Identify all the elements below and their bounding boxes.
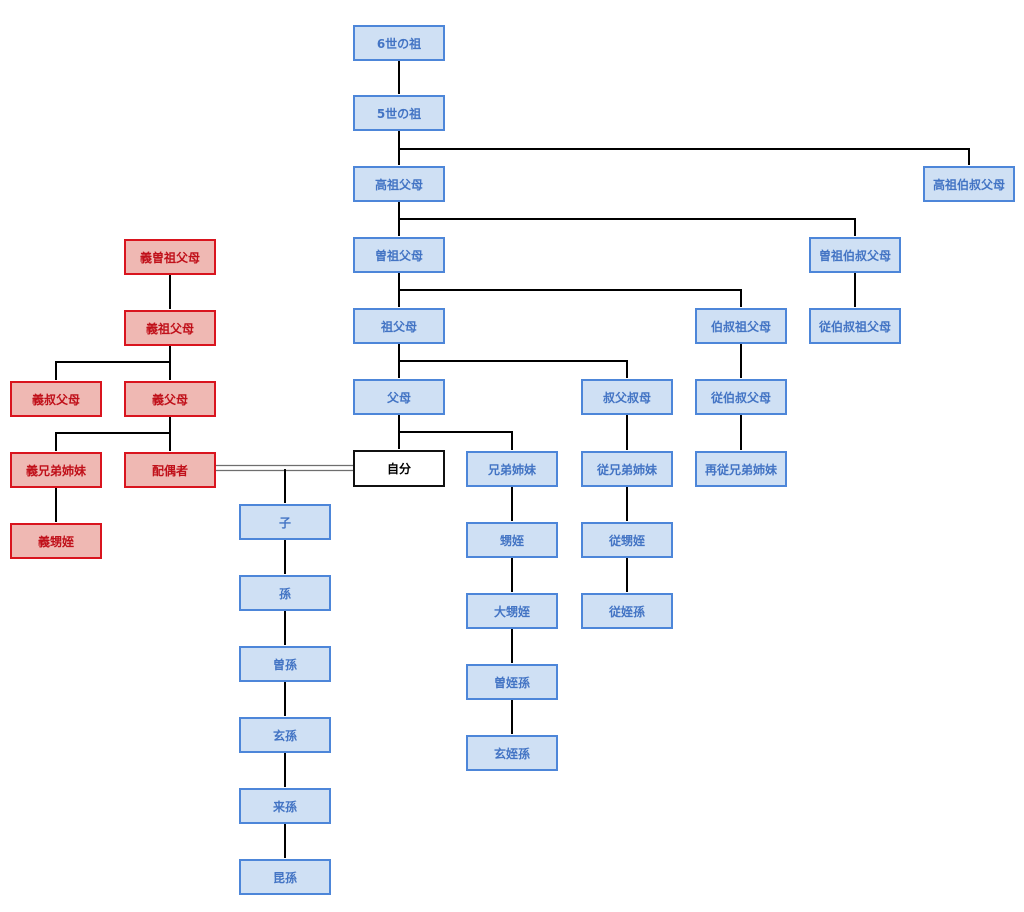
node-great-great-grandparents: 高祖父母	[353, 166, 445, 202]
node-child: 子	[239, 504, 331, 540]
node-grandparents: 祖父母	[353, 308, 445, 344]
node-spouse-parents: 義父母	[124, 381, 216, 417]
node-spouse-nephews-nieces: 義甥姪	[10, 523, 102, 559]
node-spouse-uncles-aunts: 義叔父母	[10, 381, 102, 417]
node-spouse-great-grandparents: 義曽祖父母	[124, 239, 216, 275]
node-5th-gen-grandchild: 来孫	[239, 788, 331, 824]
node-spouse-siblings: 義兄弟姉妹	[10, 452, 102, 488]
node-grand-uncles-aunts: 伯叔祖父母	[695, 308, 787, 344]
node-5th-ancestor: 5世の祖	[353, 95, 445, 131]
node-spouse-grandparents: 義祖父母	[124, 310, 216, 346]
node-great-great-grandchild: 玄孫	[239, 717, 331, 753]
node-grandchild: 孫	[239, 575, 331, 611]
node-cousin-grand-uncles-aunts: 従伯叔父母	[695, 379, 787, 415]
node-spouse: 配偶者	[124, 452, 216, 488]
line-inlaw-branch-gen2	[55, 361, 170, 380]
node-great-grandchild: 曽孫	[239, 646, 331, 682]
node-great-great-grand-uncles-aunts: 高祖伯叔父母	[923, 166, 1015, 202]
line-branch-siblings	[399, 431, 513, 450]
node-cousin-grand-nephews: 従姪孫	[581, 593, 673, 629]
node-parents: 父母	[353, 379, 445, 415]
node-grand-nephews-nieces: 大甥姪	[466, 593, 558, 629]
node-nephews-nieces: 甥姪	[466, 522, 558, 558]
line-branch-gen5	[399, 148, 970, 165]
node-great-grandparents: 曽祖父母	[353, 237, 445, 273]
line-branch-gen2	[399, 360, 628, 378]
node-siblings: 兄弟姉妹	[466, 451, 558, 487]
node-great-grand-nephews-nieces: 曽姪孫	[466, 664, 558, 700]
node-6th-gen-grandchild: 昆孫	[239, 859, 331, 895]
line-inlaw-branch-siblings	[55, 432, 170, 451]
line-branch-gen3	[399, 289, 742, 307]
node-great-grand-uncles-aunts: 曽祖伯叔父母	[809, 237, 901, 273]
node-6th-ancestor: 6世の祖	[353, 25, 445, 61]
line-branch-gen4	[399, 218, 856, 236]
node-self: 自分	[353, 450, 445, 487]
node-second-cousins: 再従兄弟姉妹	[695, 451, 787, 487]
node-great-great-grand-nephews-nieces: 玄姪孫	[466, 735, 558, 771]
node-cousin-great-grand-uncles-aunts: 従伯叔祖父母	[809, 308, 901, 344]
node-cousins: 従兄弟姉妹	[581, 451, 673, 487]
node-uncles-aunts: 叔父叔母	[581, 379, 673, 415]
node-cousin-nephews: 従甥姪	[581, 522, 673, 558]
